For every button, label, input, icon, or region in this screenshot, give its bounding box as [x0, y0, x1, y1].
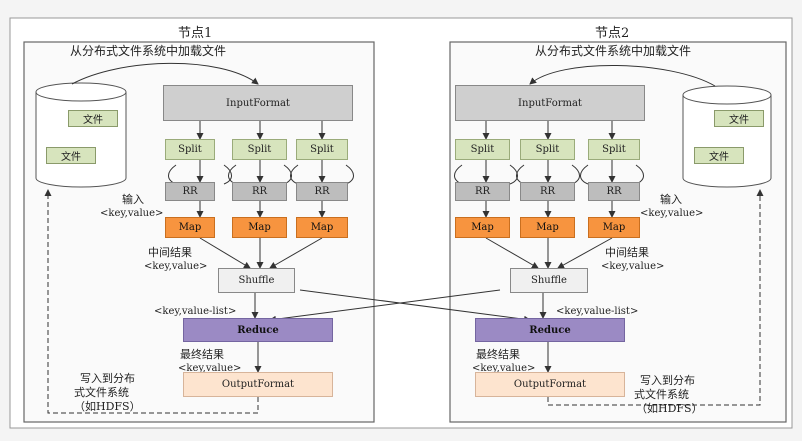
node2-title: 节点2 [595, 26, 630, 41]
node1-title: 节点1 [178, 26, 213, 41]
node1-mid-kv: <key,value> [144, 261, 208, 272]
node1-map-2: Map [232, 217, 287, 238]
node2-outputformat: OutputFormat [475, 372, 625, 397]
node1-load-arrow [71, 62, 259, 85]
node1-load-label: 从分布式文件系统中加载文件 [70, 44, 227, 58]
node1-write-label-3: （如HDFS） [74, 400, 141, 413]
node2-mid-kv: <key,value> [601, 261, 665, 272]
node2-write-label-3: （如HDFS） [636, 402, 703, 415]
node1-file-1: 文件 [68, 110, 118, 127]
node2-map-1: Map [455, 217, 510, 238]
node2-map-3: Map [588, 217, 640, 238]
node1-split-2: Split [232, 139, 287, 160]
node1-final-kv: <key,value> [178, 363, 242, 374]
node1-write-dashed [44, 189, 259, 414]
node1-input-label: 输入 [122, 193, 144, 206]
node2-file-2: 文件 [694, 147, 744, 164]
node1-write-label-2: 式文件系统 [74, 386, 129, 399]
node1-rr-3: RR [296, 182, 348, 201]
node2-storage-cylinder [682, 85, 772, 188]
node2-shuffle: Shuffle [510, 268, 588, 293]
node1-file-2: 文件 [46, 147, 96, 164]
node2-inputformat: InputFormat [455, 85, 645, 121]
node2-mid-label: 中间结果 [605, 246, 649, 259]
node2-kvlist: <key,value-list> [556, 306, 639, 317]
node1-rr-1: RR [165, 182, 215, 201]
node2-split-3: Split [588, 139, 640, 160]
node2-final-label: 最终结果 [476, 348, 520, 361]
node2-load-label: 从分布式文件系统中加载文件 [535, 44, 692, 58]
node2-map-2: Map [520, 217, 575, 238]
node1-split-1: Split [165, 139, 215, 160]
node2-input-kv: <key,value> [640, 208, 704, 219]
node1-input-kv: <key,value> [100, 208, 164, 219]
node2-input-label: 输入 [660, 193, 682, 206]
node1-mid-label: 中间结果 [148, 246, 192, 259]
node2-write-label-2: 式文件系统 [634, 388, 689, 401]
node2-write-dashed [547, 189, 764, 406]
node1-map-3: Map [296, 217, 348, 238]
node2-reduce: Reduce [475, 318, 625, 342]
node1-split-3: Split [296, 139, 348, 160]
node1-rr-2: RR [232, 182, 287, 201]
node2-final-kv: <key,value> [472, 363, 536, 374]
node2-load-arrow [529, 64, 716, 87]
node2-rr-1: RR [455, 182, 510, 201]
node2-rr-2: RR [520, 182, 575, 201]
node1-reduce: Reduce [183, 318, 333, 342]
node2-write-label-1: 写入到分布 [640, 374, 695, 387]
node1-storage-cylinder [35, 82, 127, 188]
node2-rr-3: RR [588, 182, 640, 201]
node1-map-1: Map [165, 217, 215, 238]
node2-split-1: Split [455, 139, 510, 160]
node1-final-label: 最终结果 [180, 348, 224, 361]
node1-shuffle: Shuffle [218, 268, 295, 293]
node1-inputformat: InputFormat [163, 85, 353, 121]
node1-write-label-1: 写入到分布 [80, 372, 135, 385]
node1-kvlist: <key,value-list> [154, 306, 237, 317]
node2-file-1: 文件 [714, 110, 764, 127]
node1-outputformat: OutputFormat [183, 372, 333, 397]
node2-split-2: Split [520, 139, 575, 160]
